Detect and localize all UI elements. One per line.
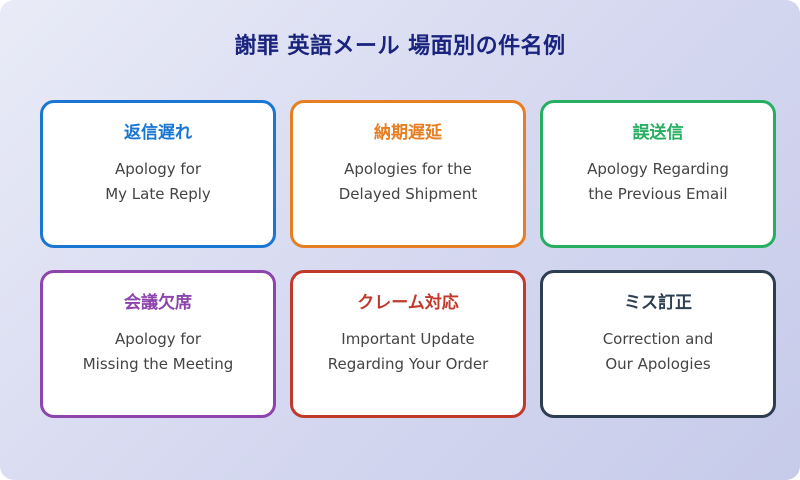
card-heading: 会議欠席 <box>124 293 192 313</box>
subject-line-2: Our Apologies <box>605 355 711 373</box>
card-correction: ミス訂正 Correction and Our Apologies <box>540 270 776 418</box>
card-subject: Correction and Our Apologies <box>543 327 773 377</box>
page-title: 謝罪 英語メール 場面別の件名例 <box>234 34 566 59</box>
card-heading: 納期遅延 <box>374 123 442 143</box>
subject-line-2: Delayed Shipment <box>338 185 478 203</box>
card-subject: Apology Regarding the Previous Email <box>543 157 773 207</box>
subject-line-1: Important Update <box>341 330 475 348</box>
card-delayed-shipment: 納期遅延 Apologies for the Delayed Shipment <box>290 100 526 248</box>
card-subject: Apologies for the Delayed Shipment <box>293 157 523 207</box>
subject-line-2: Missing the Meeting <box>82 355 234 373</box>
subject-line-1: Apology for <box>114 160 202 178</box>
subject-line-1: Apologies for the <box>344 160 472 178</box>
card-subject: Apology for My Late Reply <box>43 157 273 207</box>
card-heading: 誤送信 <box>632 123 684 143</box>
subject-line-1: Correction and <box>602 330 714 348</box>
subject-line-1: Apology for <box>114 330 202 348</box>
subject-line-1: Apology Regarding <box>587 160 729 178</box>
subject-line-2: the Previous Email <box>588 185 728 203</box>
card-missed-meeting: 会議欠席 Apology for Missing the Meeting <box>40 270 276 418</box>
card-subject: Important Update Regarding Your Order <box>293 327 523 377</box>
card-wrong-send: 誤送信 Apology Regarding the Previous Email <box>540 100 776 248</box>
card-complaint: クレーム対応 Important Update Regarding Your O… <box>290 270 526 418</box>
subject-line-2: Regarding Your Order <box>327 355 489 373</box>
card-heading: ミス訂正 <box>624 293 692 313</box>
card-late-reply: 返信遅れ Apology for My Late Reply <box>40 100 276 248</box>
card-subject: Apology for Missing the Meeting <box>43 327 273 377</box>
card-heading: 返信遅れ <box>124 123 192 143</box>
subject-line-2: My Late Reply <box>105 185 211 203</box>
card-heading: クレーム対応 <box>357 293 459 313</box>
